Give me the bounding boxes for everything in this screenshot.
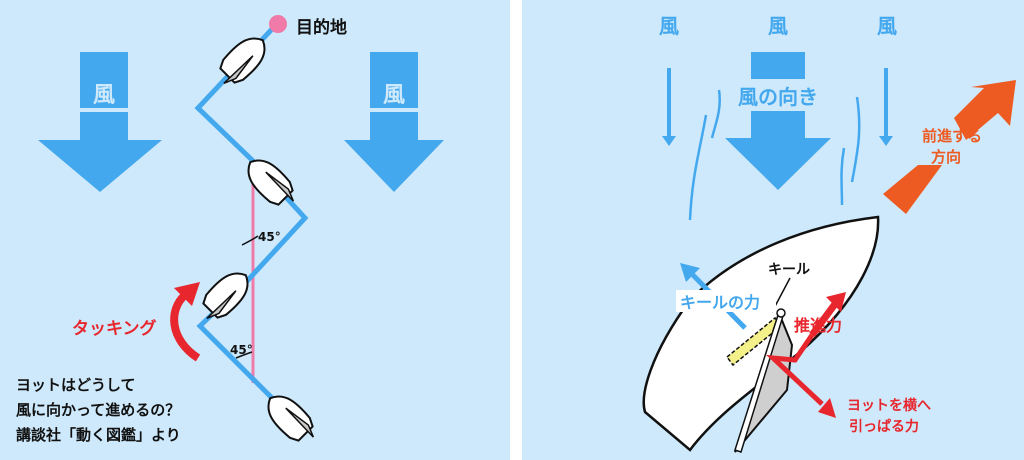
thin-wind-arrow [662,68,676,146]
wind-flow-lines [688,89,861,221]
destination-marker [269,15,287,33]
tacking-label: タッキング [72,318,157,339]
side-force-label: 引っぱる力 [849,418,919,435]
forward-label: 前進する [922,127,982,145]
mast-top [776,308,786,318]
wind-arrow-left: 風 [38,52,162,192]
wind-label: 風 [877,14,897,38]
thrust-label: 推進力 [794,316,842,335]
right-panel: 風 風 風 風の向き 前進する 方向 キール [522,0,1024,460]
thin-wind-arrow [879,68,893,146]
angle-label: 45° [230,343,253,357]
angle-arc [241,235,259,246]
keel-force-label: キールの力 [680,293,760,312]
wind-direction-arrow: 風の向き [725,52,831,190]
tacking-arrow [170,282,201,362]
angle-arc [235,351,253,359]
destination-label: 目的地 [296,17,347,38]
wind-label: 風 [659,14,679,38]
caption-source: 講談社「動く図鑑」より [16,426,181,444]
tacking-path [194,26,309,400]
angle-label: 45° [258,230,281,244]
label-backdrop [676,290,776,312]
thrust-arrow [765,292,846,418]
wind-label: 風 [93,83,115,108]
wind-label: 風 [383,83,405,108]
side-force-label: ヨットを横へ [847,397,931,414]
keel [725,316,783,367]
wind-direction-label: 風の向き [738,85,818,109]
keel-label: キール [768,262,810,278]
left-panel: 風 風 目的地 45° 45° タッキング ヨットはどうして 風に向かって進める… [0,0,510,460]
caption-line: ヨットはどうして [16,376,136,394]
wind-label: 風 [768,14,788,38]
forward-direction-arrow [883,80,1016,214]
caption-line: 風に向かって進めるの？ [16,401,180,419]
forward-label: 方向 [931,148,961,166]
wind-arrow-right: 風 [344,52,444,192]
